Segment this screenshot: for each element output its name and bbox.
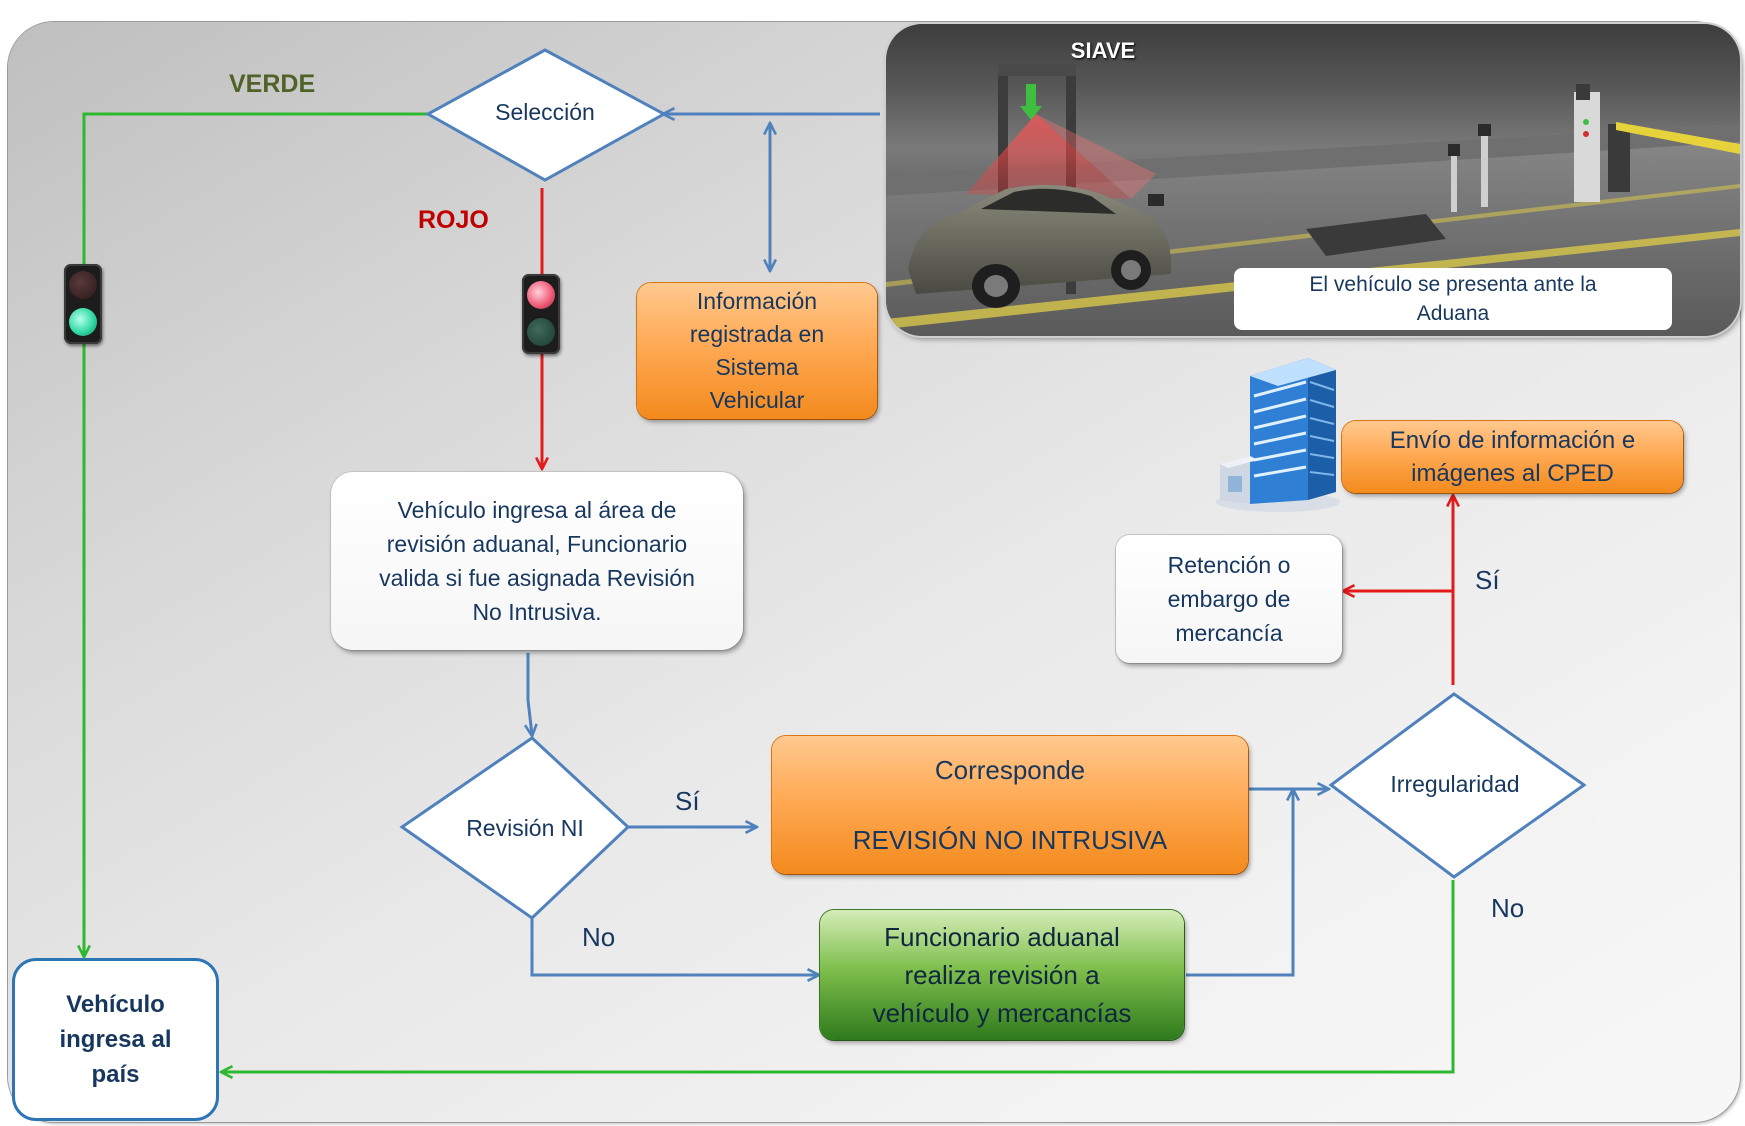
siave-photo: SIAVE El vehículo se presenta ante la Ad… — [886, 24, 1740, 336]
funcionario-to-irregularidad-line — [1186, 790, 1293, 977]
si-irregularidad-label: Sí — [1475, 565, 1500, 595]
siave-title: SIAVE — [1070, 38, 1136, 63]
seleccion-diamond — [424, 48, 668, 182]
seleccion-label: Selección — [495, 99, 595, 125]
rojo-label: ROJO — [418, 206, 489, 234]
envio-info-box: Envío de información e imágenes al CPED — [1342, 421, 1683, 493]
verde-flow-line — [84, 112, 428, 956]
irregularidad-label: Irregularidad — [1390, 771, 1520, 797]
no-irregularidad-label: No — [1491, 893, 1525, 923]
info-registrada-box: Información registrada en Sistema Vehicu… — [637, 283, 877, 419]
revision-ni-diamond — [399, 736, 631, 920]
verde-label: VERDE — [229, 70, 316, 98]
no-revision-line — [530, 918, 818, 975]
traffic-light-green-icon — [64, 264, 102, 344]
si-revision-label: Sí — [675, 786, 700, 816]
retencion-box: Retención o embargo de mercancía — [1116, 535, 1342, 663]
corresponde-box: Corresponde REVISIÓN NO INTRUSIVA — [772, 736, 1248, 874]
revision-ni-label: Revisión NI — [466, 815, 584, 841]
vehiculo-ingresa-area-box: Vehículo ingresa al área de revisión adu… — [331, 472, 743, 650]
irregularidad-diamond — [1328, 692, 1587, 879]
vehiculo-ingresa-pais-box: Vehículo ingresa al país — [12, 958, 219, 1121]
no-revision-label: No — [582, 922, 616, 952]
area-to-revision-line — [528, 653, 532, 735]
no-irregularidad-line — [222, 880, 1455, 1072]
funcionario-revision-box: Funcionario aduanal realiza revisión a v… — [820, 910, 1184, 1040]
office-building-icon — [1216, 358, 1340, 512]
siave-caption: El vehículo se presenta ante la Aduana — [1234, 268, 1672, 330]
traffic-light-red-icon — [522, 274, 560, 354]
